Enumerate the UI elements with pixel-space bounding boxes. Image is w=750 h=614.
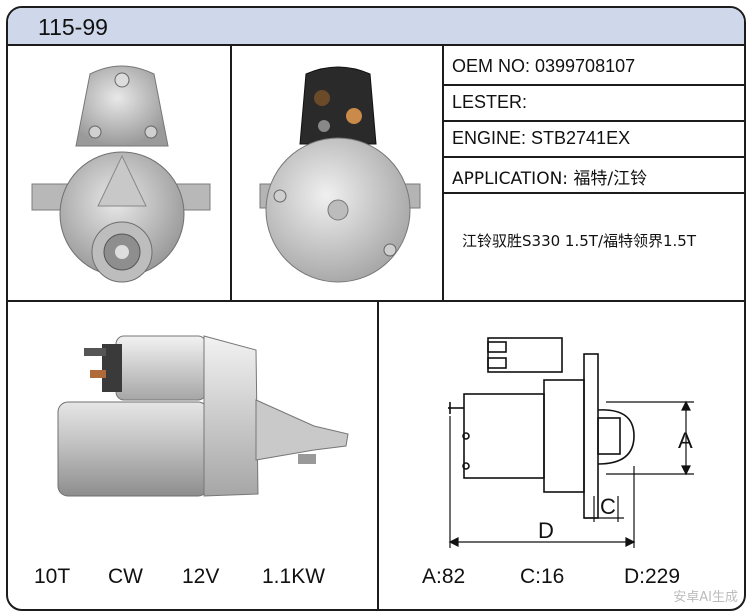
starter-front-view-photo [31, 65, 211, 283]
application: APPLICATION: 福特/江铃 [452, 169, 648, 189]
row-line-4 [442, 192, 744, 194]
divider-front-rear [230, 44, 232, 302]
row-line-1 [442, 84, 744, 86]
starter-side-view-photo [57, 335, 349, 497]
engine-code: ENGINE: STB2741EX [452, 128, 631, 148]
rating-power: 1.1KW [262, 565, 326, 588]
divider-bottom-middle [377, 300, 379, 609]
drawing-pinion-guard [597, 409, 635, 465]
drawing-flange [583, 353, 599, 519]
dimension-c-label: C [600, 494, 616, 519]
drawing-motor-body [463, 393, 545, 479]
rating-rotation: CW [108, 565, 143, 588]
dimension-drawing: A C D [448, 337, 694, 548]
watermark: 安卓AI生成 [673, 590, 738, 605]
lester-number: LESTER: [452, 92, 528, 112]
starter-rear-view-photo [259, 66, 421, 283]
dimension-c-value: C:16 [520, 565, 565, 588]
divider-top-bottom [8, 300, 744, 302]
drawing-pinion [597, 417, 621, 455]
divider-photos-specs [442, 44, 444, 302]
row-line-2 [442, 120, 744, 122]
drawing-top-terminal [487, 337, 563, 373]
dimension-d-label: D [538, 518, 554, 543]
dimension-d-value: D:229 [624, 565, 681, 588]
rating-voltage: 12V [182, 565, 220, 588]
title-bar: 115-99 [8, 8, 744, 46]
model-number: 115-99 [38, 14, 108, 40]
spec-sheet: 115-99 OEM NO: 0399708107 LESTER: ENGINE… [6, 6, 746, 611]
rating-teeth: 10T [34, 565, 71, 588]
application-vehicles: 江铃驭胜S330 1.5T/福特领界1.5T [462, 232, 697, 250]
dimension-a-label: A [678, 428, 693, 453]
drawing-solenoid [543, 379, 585, 493]
oem-number: OEM NO: 0399708107 [452, 56, 636, 76]
dimension-a-value: A:82 [422, 565, 466, 588]
row-line-3 [442, 156, 744, 158]
